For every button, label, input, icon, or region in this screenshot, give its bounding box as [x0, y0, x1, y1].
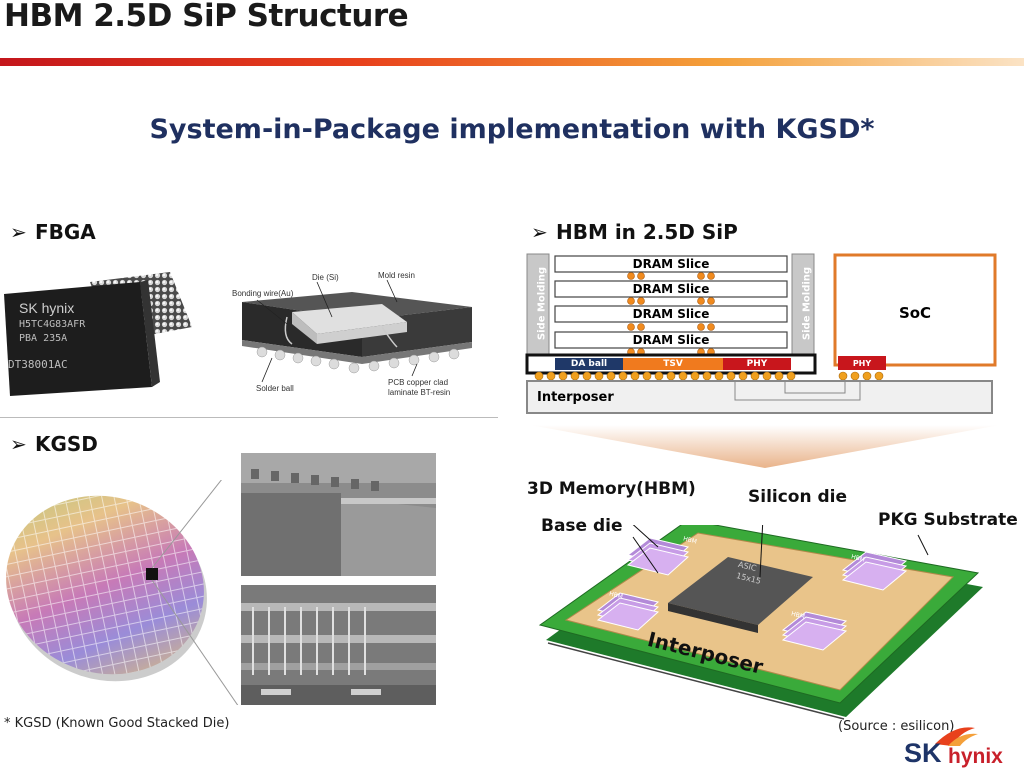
- footnote: * KGSD (Known Good Stacked Die): [4, 716, 230, 731]
- slide-subtitle: System-in-Package implementation with KG…: [149, 114, 875, 145]
- label-die-si: Die (Si): [312, 273, 339, 282]
- down-arrow-icon: [530, 425, 1000, 468]
- label-3d-memory: 3D Memory(HBM): [527, 479, 696, 499]
- interposer-label-diagram: Interposer: [537, 390, 614, 405]
- fbga-cross-section: [242, 279, 472, 383]
- tsv-label: TSV: [663, 359, 683, 369]
- da-ball-label: DA ball: [570, 359, 608, 369]
- arrow-bullet-icon: ➢: [10, 220, 27, 244]
- soc-label: SoC: [898, 304, 932, 322]
- page-title: HBM 2.5D SiP Structure: [4, 0, 409, 34]
- chip-brand-text: SK hynix: [19, 300, 75, 316]
- dram-slice-4: DRAM Slice: [632, 333, 710, 347]
- dram-slice-2: DRAM Slice: [632, 282, 710, 296]
- chip-part-text: H5TC4G83AFR: [19, 319, 86, 330]
- section-hbm-sip: ➢ HBM in 2.5D SiP: [531, 220, 738, 244]
- label-silicon-die: Silicon die: [748, 487, 848, 507]
- label-pcb-2: laminate BT-resin: [388, 388, 451, 397]
- sk-logo-wing-icon: [935, 727, 978, 746]
- fbga-chip-photo: [4, 272, 192, 396]
- section-fbga: ➢ FBGA: [10, 220, 96, 244]
- label-pkg-substrate: PKG Substrate: [878, 510, 1018, 530]
- side-molding-left: Side Molding: [536, 266, 548, 341]
- label-base-die: Base die: [541, 516, 623, 536]
- label-mold-resin: Mold resin: [378, 271, 415, 280]
- arrow-bullet-icon: ➢: [531, 220, 548, 244]
- hbm-sip-cross-section: [525, 253, 997, 414]
- kgsd-wafer-image: [0, 480, 239, 705]
- kgsd-sem-image-bottom: [241, 585, 436, 705]
- label-bonding-wire: Bonding wire(Au): [232, 289, 294, 298]
- side-molding-right: Side Molding: [801, 266, 813, 341]
- dram-slice-1: DRAM Slice: [632, 257, 710, 271]
- brand-logo-hynix: hynix: [948, 745, 1003, 768]
- label-solder-ball: Solder ball: [256, 384, 294, 393]
- source-note: (Source : esilicon): [838, 719, 955, 734]
- label-pcb-1: PCB copper clad: [388, 378, 449, 387]
- phy-label-soc: PHY: [852, 359, 872, 368]
- phy-label-hbm: PHY: [746, 359, 768, 369]
- dram-slice-3: DRAM Slice: [632, 307, 710, 321]
- brand-logo-sk: SK: [904, 738, 942, 768]
- title-underline-bar: [0, 58, 1024, 66]
- chip-code-text: PBA 235A: [19, 333, 68, 344]
- arrow-bullet-icon: ➢: [10, 432, 27, 456]
- chip-serial-text: DT38001AC: [8, 358, 68, 371]
- section-kgsd: ➢ KGSD: [10, 432, 98, 456]
- hbm-package-3d: [538, 525, 983, 720]
- section-divider: [0, 417, 498, 418]
- kgsd-sem-image-top: [241, 453, 436, 576]
